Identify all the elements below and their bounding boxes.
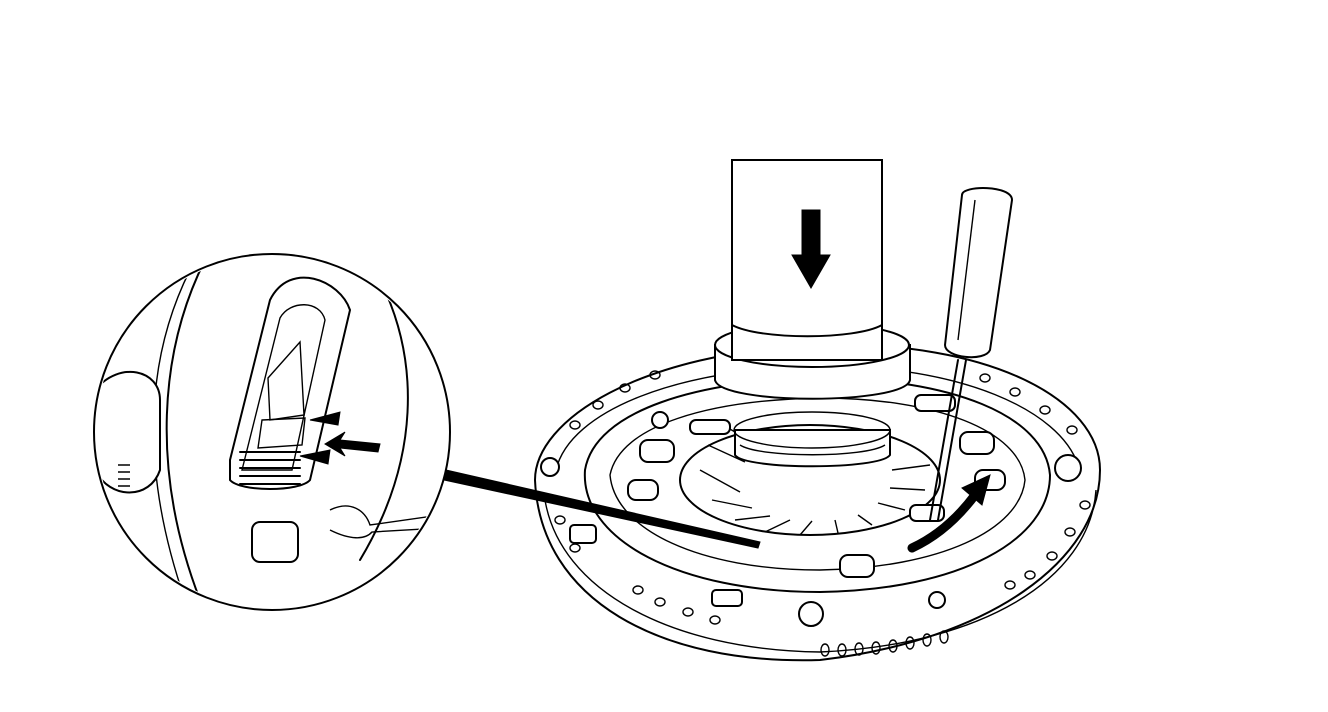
pointer-arrow-middle	[324, 431, 381, 457]
detail-magnifier-circle	[93, 253, 451, 611]
plate-bolts	[540, 411, 1082, 627]
pointer-arrow-upper	[309, 411, 341, 426]
force-arrow-down	[791, 209, 831, 290]
spring-coils	[239, 451, 301, 485]
rotation-arrow	[907, 490, 980, 553]
flange-holes	[554, 370, 1091, 657]
plate-lugs	[569, 394, 1006, 607]
screwdriver	[929, 187, 1014, 521]
pointer-arrow-lower	[299, 449, 331, 465]
press-tool-cylinder	[714, 159, 911, 468]
